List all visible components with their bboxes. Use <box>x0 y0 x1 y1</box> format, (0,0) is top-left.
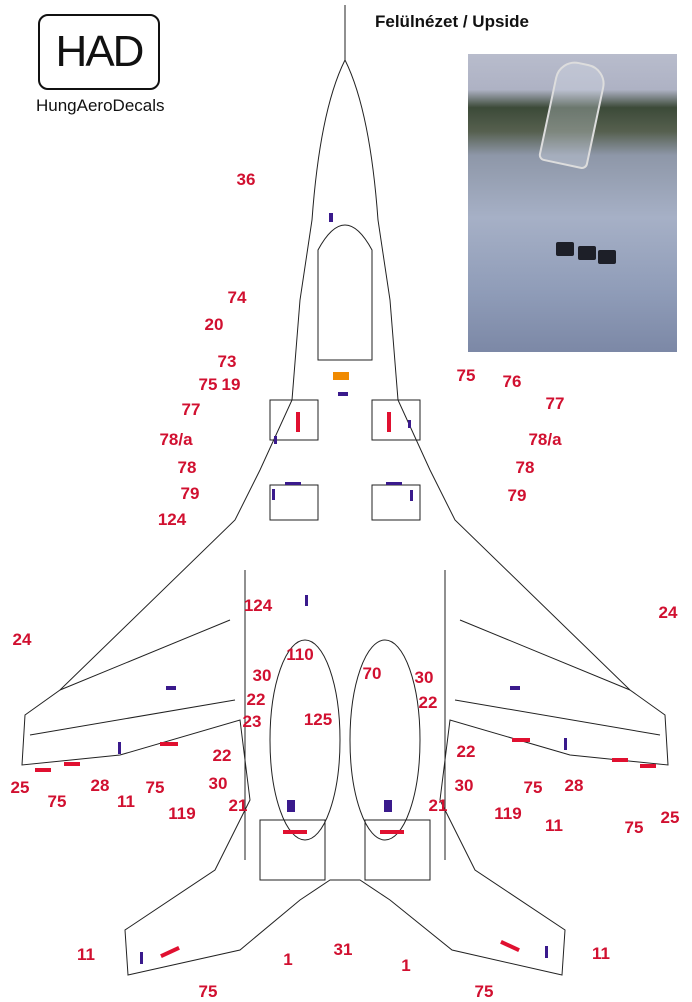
callout-label: 22 <box>456 742 476 761</box>
callout-label: 30 <box>252 666 272 685</box>
callout-label: 25 <box>10 778 30 797</box>
callout-label: 30 <box>454 776 474 795</box>
callout-label: 75 <box>523 778 543 797</box>
callout-label: 74 <box>227 288 247 307</box>
callout-label: 21 <box>428 796 448 815</box>
had-logo: HAD <box>38 14 160 90</box>
callout-label: 11 <box>117 792 135 811</box>
photo-vent <box>598 250 616 264</box>
callout-label: 79 <box>507 486 527 505</box>
callout-label: 110 <box>286 645 314 664</box>
callout-label: 1 <box>283 950 293 969</box>
callout-label: 124 <box>157 510 187 529</box>
callout-label: 25 <box>660 808 680 827</box>
callout-label: 124 <box>243 596 273 615</box>
logo-mark: HAD <box>55 27 145 76</box>
callout-label: 78 <box>177 458 197 477</box>
callout-label: 119 <box>494 804 522 823</box>
page-title: Felülnézet / Upside <box>375 12 529 31</box>
photo-vent <box>578 246 596 260</box>
callout-label: 75 <box>145 778 165 797</box>
callout-label: 20 <box>204 315 224 334</box>
callout-label: 28 <box>90 776 110 795</box>
callout-label: 21 <box>228 796 248 815</box>
callout-label: 75 <box>47 792 67 811</box>
callout-label: 73 <box>217 352 237 371</box>
callout-label: 11 <box>545 816 563 835</box>
callout-label: 22 <box>418 693 438 712</box>
callout-label: 77 <box>545 394 565 413</box>
callout-label: 23 <box>242 712 262 731</box>
callout-label: 1 <box>401 956 411 975</box>
callout-label: 78 <box>515 458 535 477</box>
callout-label: 31 <box>333 940 353 959</box>
callout-label: 22 <box>212 746 232 765</box>
callout-label: 75 <box>456 366 476 385</box>
callout-label: 125 <box>303 710 333 729</box>
callout-label: 30 <box>414 668 434 687</box>
callout-label: 75 <box>198 375 218 394</box>
callout-label: 77 <box>181 400 201 419</box>
callout-label: 11 <box>592 944 610 963</box>
callout-label: 70 <box>362 664 382 683</box>
callout-label: 78/a <box>528 430 562 449</box>
callout-label: 75 <box>198 982 218 1001</box>
callout-label: 22 <box>246 690 266 709</box>
callout-label: 119 <box>168 804 196 823</box>
callout-label: 24 <box>12 630 32 649</box>
photo-vent <box>556 242 574 256</box>
callout-label: 75 <box>474 982 494 1001</box>
callout-label: 19 <box>221 375 241 394</box>
callout-label: 24 <box>658 603 678 622</box>
callout-label: 28 <box>564 776 584 795</box>
callout-label: 36 <box>236 170 256 189</box>
callout-label: 79 <box>180 484 200 503</box>
reference-photo <box>468 54 677 352</box>
brand-name: HungAeroDecals <box>36 96 165 115</box>
callout-label: 75 <box>624 818 644 837</box>
callout-label: 11 <box>77 945 95 964</box>
callout-label: 76 <box>502 372 522 391</box>
callout-label: 30 <box>208 774 228 793</box>
callout-label: 78/a <box>159 430 193 449</box>
